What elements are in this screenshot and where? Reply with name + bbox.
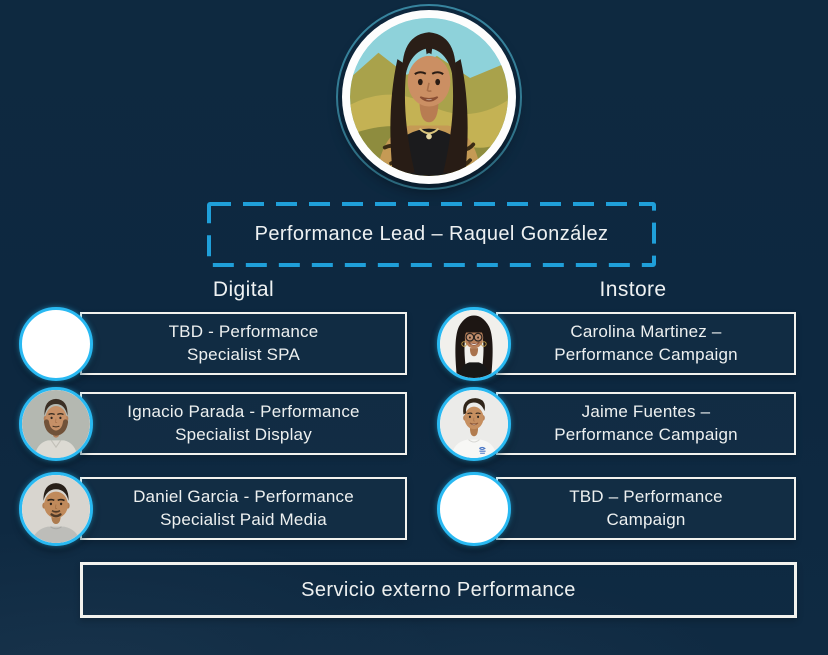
- member-line2: Specialist Display: [175, 424, 312, 444]
- avatar-jaime-fuentes: [437, 387, 511, 461]
- member-line1: Ignacio Parada - Performance: [127, 402, 360, 422]
- member-line1: TBD – Performance: [569, 487, 723, 507]
- member-line2: Performance Campaign: [554, 344, 738, 364]
- member-line1: Carolina Martinez –: [570, 322, 722, 342]
- member-line1: TBD - Performance: [168, 322, 319, 342]
- member-line1: Daniel Garcia - Performance: [133, 487, 354, 507]
- avatar-carolina-martinez: [437, 307, 511, 381]
- column-heading-digital: Digital: [212, 278, 275, 301]
- dashed-border: [207, 202, 656, 267]
- member-card-jaime-fuentes: Jaime Fuentes – Performance Campaign: [496, 392, 796, 455]
- member-line2: Specialist SPA: [186, 344, 301, 364]
- member-line2: Specialist Paid Media: [160, 509, 327, 529]
- footer-box: Servicio externo Performance: [80, 562, 797, 618]
- raquel-gonzalez-photo: [350, 18, 508, 176]
- avatar-tbd-blank: [19, 307, 93, 381]
- column-heading-instore: Instore: [599, 278, 667, 301]
- member-card-tbd-campaign: TBD – Performance Campaign: [496, 477, 796, 540]
- member-card-tbd-spa: TBD - Performance Specialist SPA: [80, 312, 407, 375]
- lead-title-label: Performance Lead – Raquel González: [254, 223, 609, 245]
- avatar-tbd-blank: [437, 472, 511, 546]
- lead-avatar: [336, 4, 522, 190]
- footer-label: Servicio externo Performance: [301, 578, 576, 601]
- member-card-ignacio-parada: Ignacio Parada - Performance Specialist …: [80, 392, 407, 455]
- member-line2: Performance Campaign: [554, 424, 738, 444]
- lead-title-box: Performance Lead – Raquel González: [207, 202, 656, 267]
- member-card-carolina-martinez: Carolina Martinez – Performance Campaign: [496, 312, 796, 375]
- member-card-daniel-garcia: Daniel Garcia - Performance Specialist P…: [80, 477, 407, 540]
- member-line1: Jaime Fuentes –: [581, 402, 711, 422]
- member-line2: Campaign: [606, 509, 686, 529]
- avatar-daniel-garcia: [19, 472, 93, 546]
- avatar-ignacio-parada: [19, 387, 93, 461]
